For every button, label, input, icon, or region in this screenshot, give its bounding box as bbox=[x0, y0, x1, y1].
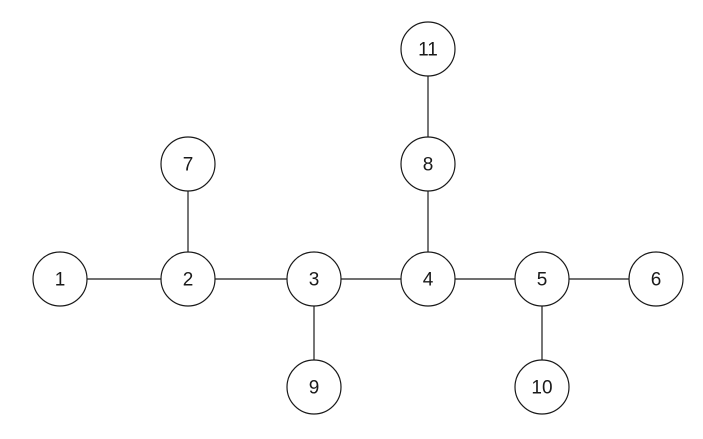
node-label-11: 11 bbox=[418, 40, 438, 61]
node-circle-6 bbox=[628, 251, 684, 307]
graph-node-7: 7 bbox=[160, 136, 216, 192]
node-circle-3 bbox=[286, 251, 342, 307]
node-label-1: 1 bbox=[55, 270, 66, 291]
node-circle-8 bbox=[400, 136, 456, 192]
graph-node-9: 9 bbox=[286, 359, 342, 415]
node-circle-4 bbox=[400, 251, 456, 307]
node-label-2: 2 bbox=[183, 270, 194, 291]
node-circle-11 bbox=[400, 21, 456, 77]
node-label-10: 10 bbox=[531, 378, 552, 399]
node-label-9: 9 bbox=[309, 378, 320, 399]
graph-node-10: 10 bbox=[514, 359, 570, 415]
graph-node-11: 11 bbox=[400, 21, 456, 77]
node-circle-9 bbox=[286, 359, 342, 415]
node-circle-7 bbox=[160, 136, 216, 192]
graph-node-5: 5 bbox=[514, 251, 570, 307]
node-label-3: 3 bbox=[309, 270, 320, 291]
graph-node-6: 6 bbox=[628, 251, 684, 307]
graph-node-4: 4 bbox=[400, 251, 456, 307]
graph-node-1: 1 bbox=[32, 251, 88, 307]
node-circle-2 bbox=[160, 251, 216, 307]
node-circle-10 bbox=[514, 359, 570, 415]
graph-node-8: 8 bbox=[400, 136, 456, 192]
node-label-8: 8 bbox=[423, 155, 434, 176]
node-label-5: 5 bbox=[537, 270, 548, 291]
node-label-7: 7 bbox=[183, 155, 194, 176]
graph-node-2: 2 bbox=[160, 251, 216, 307]
node-circle-1 bbox=[32, 251, 88, 307]
graph-node-3: 3 bbox=[286, 251, 342, 307]
node-circle-5 bbox=[514, 251, 570, 307]
node-label-6: 6 bbox=[651, 270, 662, 291]
node-label-4: 4 bbox=[423, 270, 434, 291]
